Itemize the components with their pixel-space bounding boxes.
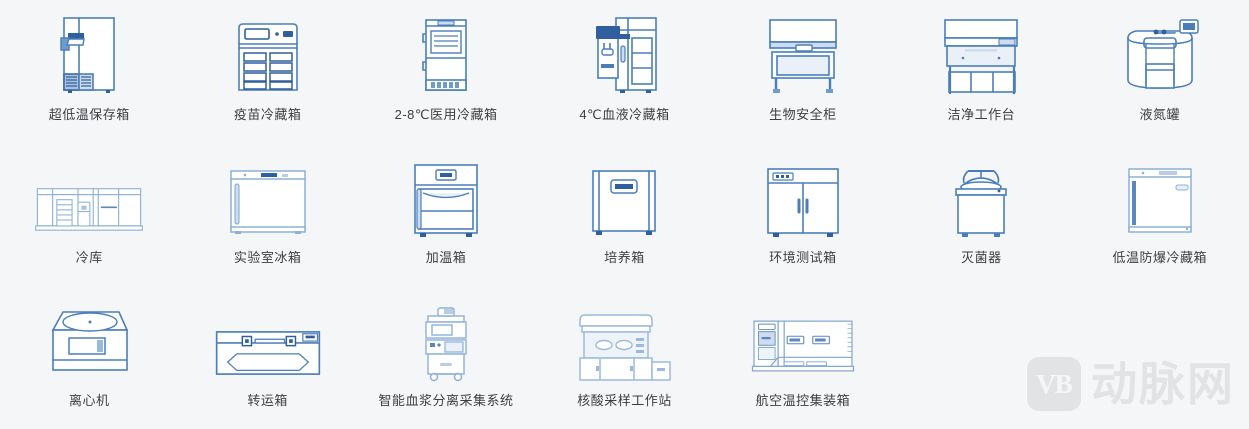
aviation-temperature-container-icon [748,298,858,382]
grid-item-label: 实验室冰箱 [233,250,302,265]
plasma-separation-system-icon [391,298,501,382]
grid-item-label: 航空温控集装箱 [755,393,851,408]
medical-refrigerator-icon [391,12,501,96]
grid-item-label: 灭菌器 [961,250,1002,265]
grid-item-nucleic-acid-sampling-station[interactable]: 核酸采样工作站 [535,286,713,429]
grid-item-label: 超低温保存箱 [48,107,130,122]
transport-box-icon [213,298,323,382]
grid-item-label: 核酸采样工作站 [577,393,672,408]
grid-item-heating-cabinet[interactable]: 加温箱 [357,143,535,286]
centrifuge-icon [34,298,144,382]
watermark: VB 动脉网 [1027,357,1235,411]
grid-item-label: 液氮罐 [1139,107,1181,122]
grid-item-label: 洁净工作台 [947,107,1016,122]
grid-item-label: 生物安全柜 [769,107,837,122]
heating-cabinet-icon [391,155,501,239]
laboratory-refrigerator-icon [213,155,323,239]
grid-item-aviation-temperature-container[interactable]: 航空温控集装箱 [714,286,892,429]
grid-item-label: 疫苗冷藏箱 [233,107,302,122]
watermark-brand-text: 动脉网 [1091,358,1235,410]
grid-item-incubator[interactable]: 培养箱 [535,143,713,286]
incubator-icon [569,155,679,239]
cold-storage-room-icon [34,155,144,239]
grid-item-label: 智能血浆分离采集系统 [378,393,514,408]
nucleic-acid-sampling-station-icon [569,298,679,382]
grid-item-medical-refrigerator-2-8c[interactable]: 2-8℃医用冷藏箱 [357,0,535,143]
grid-item-label: 培养箱 [604,250,645,265]
grid-item-cold-storage-room[interactable]: 冷库 [0,143,178,286]
grid-item-label: 环境测试箱 [769,250,837,265]
grid-item-liquid-nitrogen-tank[interactable]: 液氮罐 [1071,0,1249,143]
grid-item-label: 转运箱 [247,393,288,408]
grid-item-label: 加温箱 [425,250,467,265]
grid-item-plasma-separation-system[interactable]: 智能血浆分离采集系统 [357,286,535,429]
grid-item-centrifuge[interactable]: 离心机 [0,286,178,429]
grid-item-label: 2-8℃医用冷藏箱 [394,107,498,122]
grid-item-sterilizer[interactable]: 灭菌器 [892,143,1070,286]
vaccine-refrigerator-icon [213,12,323,96]
biosafety-cabinet-icon [748,12,858,96]
grid-item-environmental-test-chamber[interactable]: 环境测试箱 [714,143,892,286]
grid-item-explosion-proof-refrigerator[interactable]: 低温防爆冷藏箱 [1071,143,1249,286]
grid-item-blood-bank-refrigerator-4c[interactable]: 4℃血液冷藏箱 [535,0,713,143]
grid-item-label: 低温防爆冷藏箱 [1112,250,1208,265]
grid-item-clean-bench[interactable]: 洁净工作台 [892,0,1070,143]
sterilizer-icon [926,155,1036,239]
grid-item-label: 4℃血液冷藏箱 [579,107,670,122]
watermark-logo-text: VB [1036,368,1073,399]
liquid-nitrogen-tank-icon [1105,12,1215,96]
blood-bank-refrigerator-icon [569,12,679,96]
grid-item-transport-box[interactable]: 转运箱 [178,286,356,429]
watermark-logo-badge: VB [1027,357,1081,411]
clean-bench-icon [926,12,1036,96]
grid-item-label: 离心机 [68,393,110,408]
grid-item-label: 冷库 [75,250,103,265]
ultra-low-temp-freezer-icon [34,12,144,96]
grid-item-vaccine-refrigerator[interactable]: 疫苗冷藏箱 [178,0,356,143]
grid-item-laboratory-refrigerator[interactable]: 实验室冰箱 [178,143,356,286]
grid-item-ultra-low-temp-freezer[interactable]: 超低温保存箱 [0,0,178,143]
environmental-test-chamber-icon [748,155,858,239]
explosion-proof-refrigerator-icon [1105,155,1215,239]
grid-item-biosafety-cabinet[interactable]: 生物安全柜 [714,0,892,143]
